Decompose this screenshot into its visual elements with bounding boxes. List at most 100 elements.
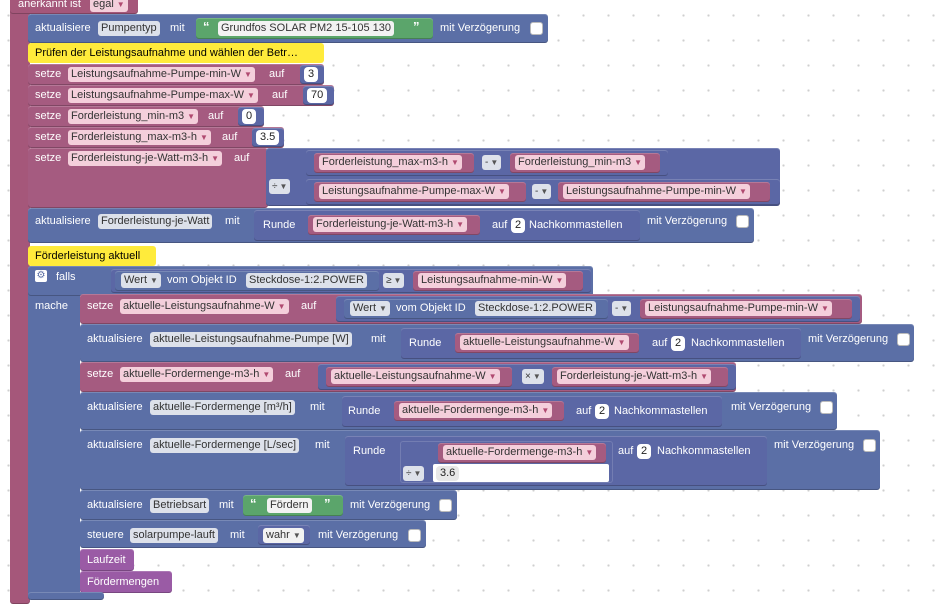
number-value[interactable]: 3: [304, 67, 319, 82]
minus-operator[interactable]: -▼: [612, 301, 632, 316]
event-block-trigger[interactable]: [10, 0, 30, 604]
divide-operator[interactable]: ÷▼: [269, 179, 291, 194]
compare-operator[interactable]: ≥▼: [383, 273, 405, 288]
object-id[interactable]: Steckdose-1:2.POWER: [475, 301, 596, 316]
var-dropdown[interactable]: aktuelle-Fordermenge-m3-h▼: [443, 445, 597, 460]
digits-value[interactable]: 2: [595, 404, 610, 419]
var-block-top-a[interactable]: Forderleistung_max-m3-h▼: [314, 153, 474, 173]
digits-value[interactable]: 2: [671, 336, 686, 351]
number-block[interactable]: 0: [238, 107, 264, 126]
round-block[interactable]: Runde aktuelle-Fordermenge-m3-h▼ ÷▼ 3.6 …: [345, 436, 767, 486]
delay-checkbox[interactable]: [530, 22, 543, 35]
var-block[interactable]: aktuelle-Leistungsaufnahme-W▼: [455, 333, 639, 353]
header-dropdown[interactable]: egal▼: [90, 0, 128, 12]
divisor-value[interactable]: 3.6: [436, 466, 460, 481]
delay-checkbox[interactable]: [408, 529, 421, 542]
set-fordermenge-block[interactable]: setze aktuelle-Fordermenge-m3-h▼ auf akt…: [80, 362, 736, 392]
round-block[interactable]: Runde aktuelle-Fordermenge-m3-h▼ auf 2 N…: [342, 396, 722, 427]
divide-operator[interactable]: ÷▼: [403, 466, 425, 481]
delay-checkbox[interactable]: [736, 215, 749, 228]
event-block-header[interactable]: anerkannt ist egal▼: [10, 0, 138, 14]
set-block-pumpe-max[interactable]: setze Leistungsaufnahme-Pumpe-max-W▼ auf…: [28, 85, 334, 106]
update-pumpentyp-block[interactable]: aktualisiere Pumpentyp mit “ Grundfos SO…: [28, 14, 548, 43]
delay-checkbox[interactable]: [897, 333, 910, 346]
var-dropdown[interactable]: Leistungsaufnahme-min-W▼: [418, 273, 567, 288]
get-value-block[interactable]: Wert▼ vom Objekt ID Steckdose-1:2.POWER: [344, 299, 608, 319]
comment-block[interactable]: Prüfen der Leistungsaufnahme und wählen …: [28, 43, 324, 63]
minus-block[interactable]: Wert▼ vom Objekt ID Steckdose-1:2.POWER …: [336, 296, 860, 322]
minus-operator[interactable]: -▼: [482, 155, 502, 170]
var-dropdown[interactable]: Leistungsaufnahme-Pumpe-min-W▼: [645, 301, 832, 316]
wert-dropdown[interactable]: Wert▼: [350, 301, 390, 316]
var-dropdown[interactable]: Leistungsaufnahme-Pumpe-min-W▼: [68, 67, 255, 82]
var-dropdown[interactable]: aktuelle-Leistungsaufnahme-W▼: [460, 335, 629, 350]
wert-dropdown[interactable]: Wert▼: [121, 273, 161, 288]
proc-laufzeit-block[interactable]: Laufzeit: [80, 549, 134, 571]
target-dropdown[interactable]: solarpumpe-lauft: [130, 528, 218, 543]
target-dropdown[interactable]: aktuelle-Fordermenge [m³/h]: [150, 400, 295, 415]
var-block[interactable]: Leistungsaufnahme-Pumpe-min-W▼: [640, 299, 852, 319]
set-block-je-watt[interactable]: setze Forderleistung-je-Watt-m3-h▼ auf: [28, 148, 268, 208]
if-condition-row[interactable]: ⚙ falls Wert▼ vom Objekt ID Steckdose-1:…: [28, 266, 593, 296]
var-block[interactable]: Leistungsaufnahme-min-W▼: [413, 271, 583, 291]
set-block-pumpe-min[interactable]: setze Leistungsaufnahme-Pumpe-min-W▼ auf…: [28, 64, 324, 85]
var-dropdown[interactable]: Forderleistung-je-Watt-m3-h▼: [557, 369, 712, 384]
update-betriebsart-block[interactable]: aktualisiere Betriebsart mit “ Fördern ”…: [80, 490, 457, 520]
control-solarpumpe-block[interactable]: steuere solarpumpe-lauft mit wahr▼ mit V…: [80, 520, 426, 548]
var-dropdown[interactable]: Forderleistung_min-m3▼: [68, 109, 199, 124]
var-dropdown[interactable]: aktuelle-Leistungsaufnahme-W▼: [120, 299, 289, 314]
var-block-bot-a[interactable]: Leistungsaufnahme-Pumpe-max-W▼: [314, 182, 526, 202]
set-block-forder-min[interactable]: setze Forderleistung_min-m3▼ auf 0: [28, 106, 264, 127]
update-fordermenge-m3h-block[interactable]: aktualisiere aktuelle-Fordermenge [m³/h]…: [80, 392, 837, 430]
multiply-block[interactable]: aktuelle-Leistungsaufnahme-W▼ ×▼ Forderl…: [318, 364, 736, 390]
proc-fordermengen-block[interactable]: Fördermengen: [80, 571, 172, 593]
number-block[interactable]: 70: [303, 86, 334, 105]
round-block[interactable]: Runde Forderleistung-je-Watt-m3-h▼ auf 2…: [254, 210, 640, 241]
update-je-watt-block[interactable]: aktualisiere Forderleistung-je-Watt mit …: [28, 208, 754, 243]
minus-operator[interactable]: -▼: [532, 184, 552, 199]
string-value[interactable]: Fördern: [267, 498, 312, 513]
var-dropdown[interactable]: Leistungsaufnahme-Pumpe-max-W▼: [68, 88, 258, 103]
delay-checkbox[interactable]: [820, 401, 833, 414]
var-block[interactable]: aktuelle-Leistungsaufnahme-W▼: [326, 367, 512, 387]
divisor-input-bg[interactable]: 3.6: [433, 464, 609, 482]
target-dropdown[interactable]: Pumpentyp: [98, 21, 160, 36]
gear-icon[interactable]: ⚙: [35, 270, 47, 282]
var-dropdown[interactable]: aktuelle-Leistungsaufnahme-W▼: [331, 369, 500, 384]
var-dropdown[interactable]: aktuelle-Fordermenge-m3-h▼: [399, 403, 553, 418]
var-dropdown[interactable]: Forderleistung-je-Watt-m3-h▼: [68, 151, 223, 166]
multiply-operator[interactable]: ×▼: [522, 369, 544, 384]
update-fordermenge-lsec-block[interactable]: aktualisiere aktuelle-Fordermenge [L/sec…: [80, 430, 880, 490]
set-block-forder-max[interactable]: setze Forderleistung_max-m3-h▼ auf 3.5: [28, 127, 284, 148]
var-dropdown[interactable]: aktuelle-Fordermenge-m3-h▼: [120, 367, 274, 382]
number-value[interactable]: 3.5: [256, 130, 280, 145]
var-dropdown[interactable]: Leistungsaufnahme-Pumpe-max-W▼: [319, 184, 509, 199]
comment-block[interactable]: Förderleistung aktuell: [28, 246, 156, 266]
update-aktuelle-leistung-block[interactable]: aktualisiere aktuelle-Leistungsaufnahme-…: [80, 324, 914, 362]
var-block[interactable]: aktuelle-Fordermenge-m3-h▼: [394, 401, 564, 421]
digits-value[interactable]: 2: [511, 218, 526, 233]
minus-block-bottom[interactable]: Leistungsaufnahme-Pumpe-max-W▼ -▼ Leistu…: [306, 179, 780, 205]
var-block[interactable]: aktuelle-Fordermenge-m3-h▼: [438, 443, 606, 463]
set-aktuelle-leistung-block[interactable]: setze aktuelle-Leistungsaufnahme-W▼ auf …: [80, 294, 862, 324]
var-block-bot-b[interactable]: Leistungsaufnahme-Pumpe-min-W▼: [558, 182, 770, 202]
var-block[interactable]: Forderleistung-je-Watt-m3-h▼: [552, 367, 728, 387]
digits-value[interactable]: 2: [637, 444, 652, 459]
var-dropdown[interactable]: Forderleistung-je-Watt-m3-h▼: [313, 217, 468, 232]
get-value-block[interactable]: Wert▼ vom Objekt ID Steckdose-1:2.POWER: [115, 271, 379, 291]
number-block[interactable]: 3.5: [252, 128, 284, 147]
target-dropdown[interactable]: aktuelle-Leistungsaufnahme-Pumpe [W]: [150, 332, 352, 347]
var-dropdown[interactable]: Forderleistung_max-m3-h▼: [68, 130, 211, 145]
compare-block[interactable]: Wert▼ vom Objekt ID Steckdose-1:2.POWER …: [111, 269, 591, 293]
var-block-top-b[interactable]: Forderleistung_min-m3▼: [510, 153, 660, 173]
var-dropdown[interactable]: Leistungsaufnahme-Pumpe-min-W▼: [563, 184, 750, 199]
number-block[interactable]: 3: [300, 65, 324, 84]
target-dropdown[interactable]: aktuelle-Fordermenge [L/sec]: [150, 438, 300, 453]
var-dropdown[interactable]: Forderleistung_max-m3-h▼: [319, 155, 462, 170]
bool-block[interactable]: wahr▼: [258, 525, 310, 545]
number-value[interactable]: 0: [242, 109, 257, 124]
bool-dropdown[interactable]: wahr▼: [263, 528, 304, 543]
target-dropdown[interactable]: Forderleistung-je-Watt: [98, 214, 213, 229]
divide-block[interactable]: aktuelle-Fordermenge-m3-h▼ ÷▼ 3.6: [400, 441, 613, 483]
